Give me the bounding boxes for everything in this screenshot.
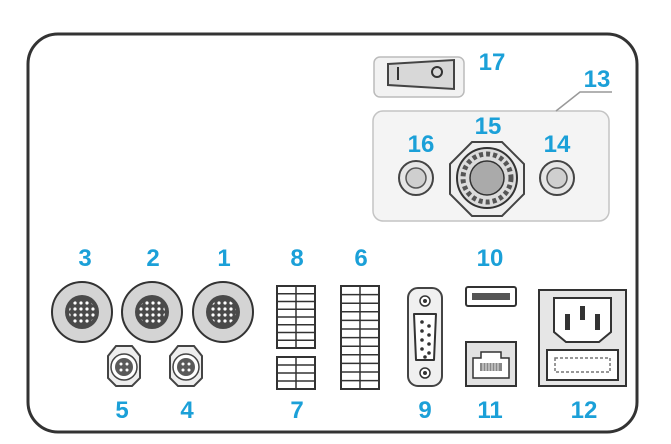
label-8: 8	[290, 245, 303, 272]
terminal-block-8	[276, 285, 316, 349]
button-left-icon	[398, 160, 434, 196]
label-5: 5	[115, 397, 128, 424]
label-12: 12	[571, 397, 598, 424]
rocker-switch-icon	[373, 56, 465, 98]
label-14: 14	[544, 131, 571, 158]
label-11: 11	[477, 397, 502, 424]
rotary-knob-icon	[449, 141, 525, 217]
terminal-block-7	[276, 356, 316, 390]
label-4: 4	[180, 397, 194, 424]
label-3: 3	[78, 245, 91, 272]
label-15: 15	[475, 113, 502, 140]
rj45-ethernet-port-icon	[465, 341, 517, 387]
label-9: 9	[418, 397, 431, 424]
label-2: 2	[146, 245, 159, 272]
label-6: 6	[354, 245, 367, 272]
power-inlet-fuse-icon	[538, 289, 627, 387]
label-10: 10	[477, 245, 504, 272]
label-16: 16	[408, 131, 435, 158]
button-right-icon	[539, 160, 575, 196]
usb-port-icon	[465, 286, 517, 307]
circular-connector-3	[51, 281, 113, 343]
circular-connector-2	[121, 281, 183, 343]
label-7: 7	[290, 397, 303, 424]
dsub-9-connector-icon	[407, 287, 443, 387]
small-connector-5	[107, 345, 141, 387]
label-1: 1	[217, 245, 230, 272]
terminal-block-6	[340, 285, 380, 390]
circular-connector-1	[192, 281, 254, 343]
label-13: 13	[584, 66, 611, 93]
label-17: 17	[479, 49, 506, 76]
small-connector-4	[169, 345, 203, 387]
